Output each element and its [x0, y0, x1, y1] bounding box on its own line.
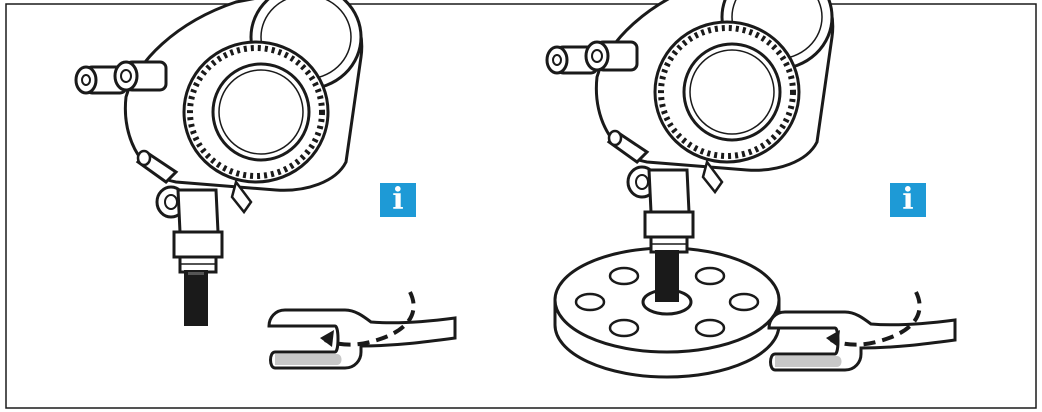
panel-flange-connection [547, 0, 957, 379]
threaded-rod [184, 270, 208, 326]
panel-threaded-connection [76, 0, 457, 370]
information-icon: i [890, 183, 926, 217]
threaded-rod [655, 250, 679, 302]
information-icon: i [380, 183, 416, 217]
flange [553, 246, 781, 379]
